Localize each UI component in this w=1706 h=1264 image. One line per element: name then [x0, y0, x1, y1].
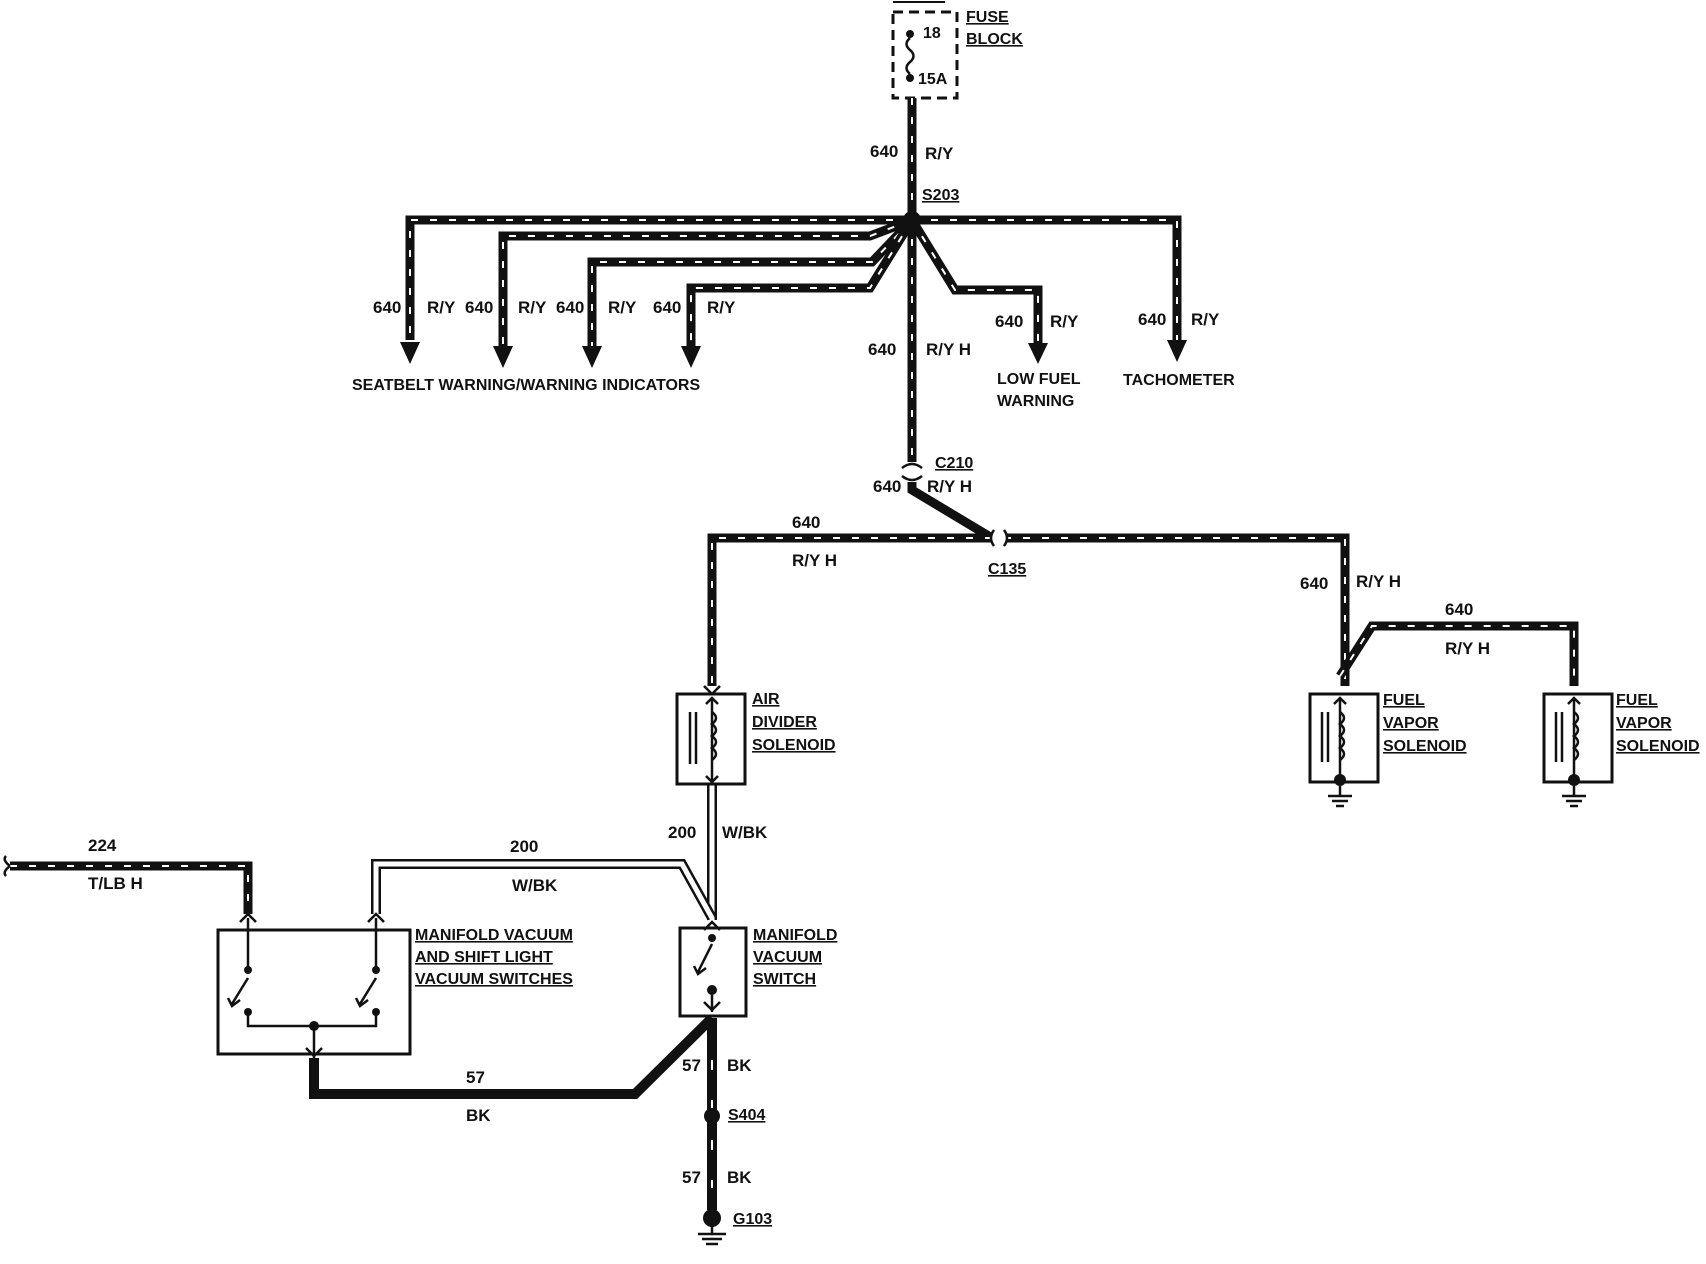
w640-fv-color: R/Y H [1356, 572, 1401, 591]
splice-s404-label: S404 [728, 1107, 765, 1124]
w640-main-color: R/Y [925, 144, 954, 163]
fuel-vapor-2-label-1: FUEL [1616, 692, 1658, 709]
w640-air-circuit: 640 [792, 513, 820, 532]
fuel-vapor-solenoid-2: FUEL VAPOR SOLENOID [1542, 692, 1700, 808]
low-fuel-label-1: LOW FUEL [997, 371, 1081, 388]
fuel-vapor-2-label-2: VAPOR [1616, 715, 1672, 732]
w640-sb1-circuit: 640 [373, 298, 401, 317]
w640-lowfuel-color: R/Y [1050, 312, 1079, 331]
wire-labels: 640 R/Y 640 R/Y 640 R/Y 640 R/Y 640 R/Y … [88, 142, 1490, 1187]
w640-sb3-circuit: 640 [556, 298, 584, 317]
fuel-vapor-2-label-3: SOLENOID [1616, 738, 1700, 755]
w640-main-circuit: 640 [870, 142, 898, 161]
air-divider-label-2: DIVIDER [752, 714, 817, 731]
connector-c210: C210 [900, 455, 973, 482]
w640-c210-circuit: 640 [873, 477, 901, 496]
ground-g103: G103 [698, 1209, 772, 1246]
ground-g103-label: G103 [733, 1211, 772, 1228]
air-divider-label-3: SOLENOID [752, 737, 836, 754]
fuel-vapor-solenoid-1: FUEL VAPOR SOLENOID [1308, 692, 1467, 808]
w200-horiz-circuit: 200 [510, 837, 538, 856]
fuse-rating: 15A [918, 71, 948, 88]
w640-fv2-color: R/Y H [1445, 639, 1490, 658]
manifold-switch-label-1: MANIFOLD [753, 927, 837, 944]
branch-arrows [400, 340, 1187, 368]
w640-lowfuel-circuit: 640 [995, 312, 1023, 331]
manifold-switch-label-3: SWITCH [753, 971, 816, 988]
fuel-vapor-1-label-1: FUEL [1383, 692, 1425, 709]
w640-down-color: R/Y H [926, 340, 971, 359]
w640-fv2-circuit: 640 [1445, 600, 1473, 619]
w200-vert-color: W/BK [722, 823, 768, 842]
w640-tach-circuit: 640 [1138, 310, 1166, 329]
w57-upper-circuit: 57 [682, 1056, 701, 1075]
air-divider-label-1: AIR [752, 691, 780, 708]
w640-c210-color: R/Y H [927, 477, 972, 496]
w57-lower-circuit: 57 [682, 1168, 701, 1187]
w640-down-circuit: 640 [868, 340, 896, 359]
w224-color: T/LB H [88, 874, 143, 893]
manifold-vacuum-switch: MANIFOLD VACUUM SWITCH [678, 920, 837, 1018]
w640-sb2-circuit: 640 [465, 298, 493, 317]
wire-harness [3, 98, 1579, 1210]
fuel-vapor-1-label-3: SOLENOID [1383, 738, 1467, 755]
w640-sb4-color: R/Y [707, 298, 736, 317]
fuel-vapor-1-label-2: VAPOR [1383, 715, 1439, 732]
component-labels: SEATBELT WARNING/WARNING INDICATORS LOW … [352, 371, 1235, 410]
fuse-number: 18 [923, 25, 941, 42]
manifold-shift-label-3: VACUUM SWITCHES [415, 971, 573, 988]
w640-air-color: R/Y H [792, 551, 837, 570]
w640-sb3-color: R/Y [608, 298, 637, 317]
w224-circuit: 224 [88, 836, 117, 855]
connector-c210-label: C210 [935, 455, 973, 472]
splice-s404 [704, 1108, 720, 1124]
w200-horiz-color: W/BK [512, 876, 558, 895]
w640-fv-circuit: 640 [1300, 574, 1328, 593]
w640-sb4-circuit: 640 [653, 298, 681, 317]
w57-horiz-color: BK [466, 1106, 491, 1125]
w57-lower-color: BK [727, 1168, 752, 1187]
fuse-block-title-1: FUSE [966, 9, 1009, 26]
manifold-shift-switches: MANIFOLD VACUUM AND SHIFT LIGHT VACUUM S… [216, 912, 573, 1058]
splice-s203-label: S203 [922, 187, 959, 204]
w200-vert-circuit: 200 [668, 823, 696, 842]
splice-s203 [903, 211, 921, 229]
w640-sb1-color: R/Y [427, 298, 456, 317]
fuse-block-title-2: BLOCK [966, 31, 1023, 48]
manifold-shift-label-1: MANIFOLD VACUUM [415, 927, 573, 944]
seatbelt-label: SEATBELT WARNING/WARNING INDICATORS [352, 377, 700, 394]
air-divider-solenoid: AIR DIVIDER SOLENOID [675, 685, 836, 786]
w57-upper-color: BK [727, 1056, 752, 1075]
w57-horiz-circuit: 57 [466, 1068, 485, 1087]
connector-c135-label: C135 [988, 561, 1026, 578]
manifold-switch-label-2: VACUUM [753, 949, 822, 966]
w640-sb2-color: R/Y [518, 298, 547, 317]
w640-tach-color: R/Y [1191, 310, 1220, 329]
fuse-block: 18 15A FUSE BLOCK [891, 1, 1023, 100]
tachometer-label: TACHOMETER [1123, 372, 1235, 389]
low-fuel-label-2: WARNING [997, 393, 1074, 410]
manifold-shift-label-2: AND SHIFT LIGHT [415, 949, 553, 966]
connector-c135: C135 [988, 528, 1026, 578]
